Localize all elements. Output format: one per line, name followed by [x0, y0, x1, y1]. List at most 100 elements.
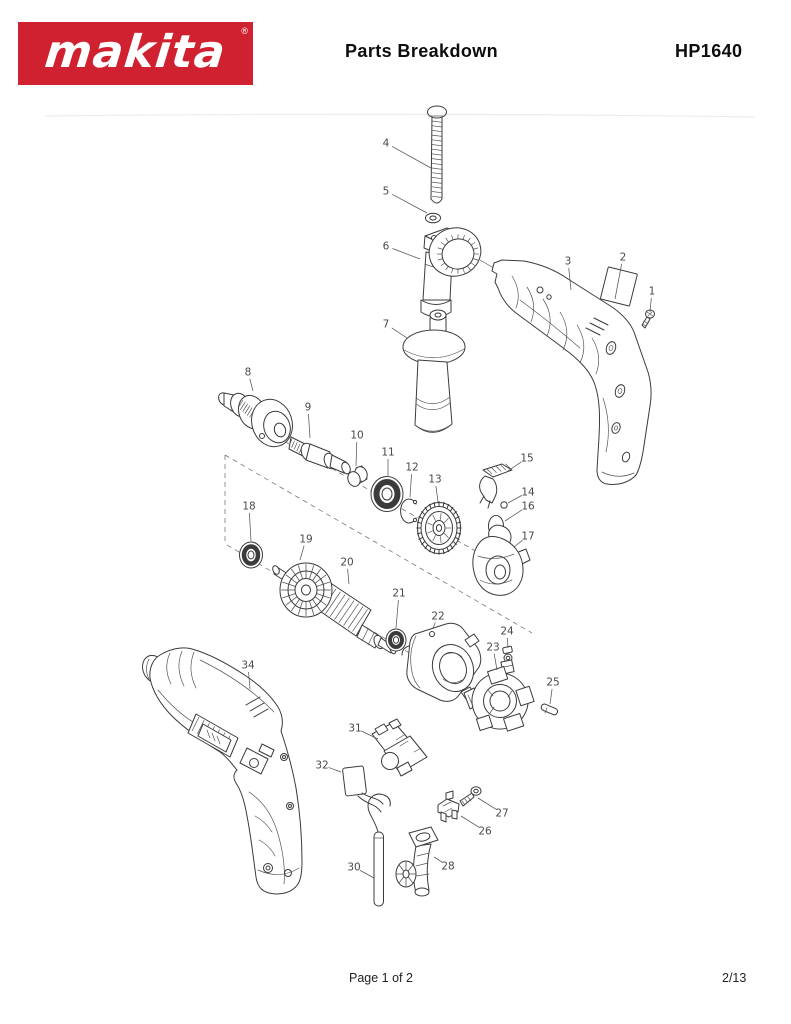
callout-number-28: 28 [441, 861, 454, 873]
callout-leader-3 [568, 267, 572, 291]
part-30-power-cord [367, 793, 391, 907]
callout-number-5: 5 [383, 186, 390, 198]
callout-number-2: 2 [620, 252, 627, 264]
callout-leader-20 [347, 568, 350, 585]
callout-number-7: 7 [383, 319, 390, 331]
callout-number-16: 16 [521, 501, 535, 513]
callout-leader-28 [433, 856, 443, 863]
callout-leader-9 [308, 413, 311, 439]
callout-leader-16 [504, 509, 523, 522]
callout-leader-30 [359, 870, 375, 879]
part-11-ball-bearing [370, 476, 404, 512]
callout-leader-25 [549, 688, 553, 705]
callout-number-23: 23 [486, 642, 499, 654]
part-15-change-lever [479, 463, 513, 509]
callout-number-3: 3 [565, 256, 572, 268]
part-1-screw [641, 309, 655, 329]
callout-leader-15 [504, 461, 522, 474]
callout-leader-26 [460, 815, 480, 828]
callout-number-32: 32 [315, 760, 328, 772]
registered-trademark-icon: ® [241, 26, 248, 36]
callout-number-11: 11 [381, 447, 394, 459]
callout-leader-32 [328, 767, 342, 773]
part-5-washer [425, 212, 441, 224]
part-22-field-stator [401, 622, 482, 702]
part-9-spindle [288, 436, 351, 475]
callout-leader-17 [513, 540, 523, 548]
callout-number-31: 31 [348, 723, 361, 735]
part-3-housing-right [491, 259, 652, 485]
part-18-ball-bearing [239, 541, 263, 569]
callout-number-1: 1 [649, 286, 656, 298]
callout-leader-19 [299, 545, 305, 561]
part-7-side-handle-grip [402, 309, 466, 433]
callout-number-20: 20 [340, 557, 353, 569]
part-8-chuck [218, 392, 293, 448]
callout-leader-21 [395, 599, 399, 629]
model-number: HP1640 [675, 41, 743, 61]
callout-leader-6 [392, 248, 421, 260]
callout-number-19: 19 [299, 534, 312, 546]
callout-number-18: 18 [242, 501, 255, 513]
callout-number-8: 8 [245, 367, 252, 379]
callout-leader-34 [248, 671, 251, 690]
callout-number-10: 10 [350, 430, 363, 442]
part-27-screw [459, 786, 482, 807]
callout-leader-24 [507, 637, 509, 649]
part-26-cord-clamp [437, 790, 460, 823]
part-13-gear [416, 501, 462, 555]
callout-leader-23 [493, 653, 498, 671]
callout-number-22: 22 [431, 611, 444, 623]
construction-lines [224, 259, 533, 691]
part-21-ball-bearing [385, 628, 407, 652]
callout-number-14: 14 [521, 487, 535, 499]
callout-leader-2 [614, 263, 623, 300]
part-2-nameplate [600, 266, 638, 307]
callout-leader-27 [477, 797, 497, 810]
callout-number-25: 25 [546, 677, 559, 689]
callout-number-27: 27 [495, 808, 508, 820]
callout-leader-4 [391, 146, 432, 169]
callout-number-21: 21 [392, 588, 405, 600]
callout-number-6: 6 [383, 241, 390, 253]
callout-number-15: 15 [520, 453, 533, 465]
makita-logo: makita ® [18, 22, 253, 85]
callout-labels: 1234567891011121314151617181920212223242… [241, 138, 655, 879]
callout-number-24: 24 [500, 626, 514, 638]
callout-number-30: 30 [347, 862, 360, 874]
footer-doc-number: 2/13 [722, 971, 747, 985]
part-23-brush-holder [463, 666, 535, 732]
callout-leader-13 [435, 485, 439, 503]
callout-number-13: 13 [428, 474, 441, 486]
part-4-screw [427, 105, 447, 204]
callout-leader-10 [355, 441, 358, 467]
callout-leader-7 [391, 327, 408, 339]
page-title: Parts Breakdown [345, 41, 499, 61]
part-14-steel-ball [500, 501, 508, 509]
part-25-pin [540, 703, 559, 716]
callout-leader-14 [507, 495, 523, 504]
callout-number-4: 4 [383, 138, 390, 150]
callout-leader-22 [432, 622, 436, 629]
callout-leader-12 [409, 473, 412, 498]
part-10-sleeve [347, 465, 368, 487]
part-6-side-handle-clamp [420, 227, 482, 318]
part-34-housing-left [142, 647, 303, 895]
part-17-hammer-assembly [472, 524, 531, 596]
callout-leader-18 [249, 512, 252, 542]
callout-leader-5 [391, 193, 428, 214]
callout-number-9: 9 [305, 402, 312, 414]
part-12-retaining-ring [400, 498, 418, 524]
part-28-cord-guard [395, 826, 439, 897]
part-31-switch [371, 718, 428, 777]
callout-number-26: 26 [478, 826, 492, 838]
callout-number-12: 12 [405, 462, 418, 474]
part-19-fan [279, 562, 333, 618]
scan-artifact-line [44, 113, 756, 118]
callout-leader-1 [649, 297, 652, 313]
callout-leader-31 [361, 730, 379, 740]
footer-page-label: Page 1 of 2 [349, 971, 413, 985]
part-32-capacitor [342, 765, 384, 813]
